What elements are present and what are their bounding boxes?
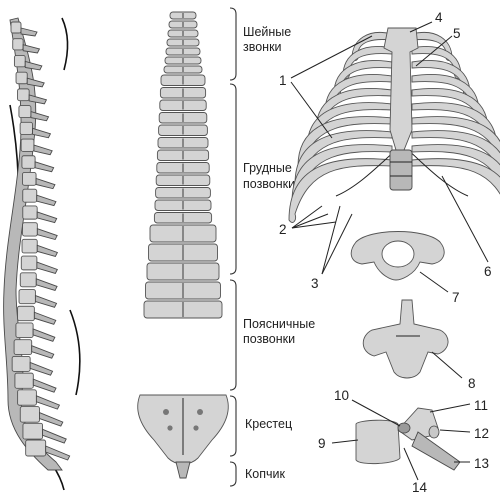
lateral-spinous-process <box>36 396 59 409</box>
callout-10: 10 <box>334 388 349 403</box>
lateral-spinous-process <box>36 178 55 188</box>
lateral-vertebral-body <box>16 323 33 338</box>
bracket-coccyx <box>230 462 236 486</box>
lateral-spinous-process <box>33 379 56 392</box>
lateral-spinous-process <box>37 262 57 273</box>
lateral-vertebral-body <box>21 256 37 270</box>
cervical-curve-arc <box>62 18 68 70</box>
lateral-spinous-process <box>37 245 57 256</box>
lateral-vertebral-body <box>19 106 31 118</box>
label-lumbar-line1: Поясничные <box>243 317 315 331</box>
spine-posterior-view: Шейные звонки Грудные позвонки Поясничны… <box>138 8 316 486</box>
callout-11: 11 <box>474 398 488 413</box>
callout-13: 13 <box>474 456 489 471</box>
vertebral-body <box>356 420 400 463</box>
coccyx-bone <box>176 462 190 478</box>
costal-arch-right <box>408 150 468 196</box>
axis-vertebra <box>363 300 448 378</box>
lateral-vertebral-body <box>16 72 27 84</box>
callout-4: 4 <box>435 10 443 25</box>
lateral-vertebral-body <box>23 223 38 236</box>
lateral-vertebral-body <box>12 356 30 371</box>
label-thoracic-line1: Грудные <box>243 161 292 175</box>
rib-right <box>412 159 500 223</box>
lateral-vertebral-body <box>19 290 35 304</box>
lateral-vertebral-body <box>22 172 36 185</box>
lateral-vertebral-body <box>15 373 33 388</box>
costal-arch-left <box>336 150 396 196</box>
callout-5: 5 <box>453 26 461 41</box>
lateral-vertebral-body <box>22 156 35 169</box>
bracket-lumbar <box>230 280 236 390</box>
lateral-vertebral-body <box>23 206 37 219</box>
lateral-spinous-process <box>30 362 52 375</box>
lateral-spinous-process <box>32 346 54 359</box>
bracket-sacrum <box>230 396 236 456</box>
callout-14: 14 <box>412 480 428 495</box>
lateral-spinous-process <box>43 429 67 443</box>
thoracic-vertebra-lateral <box>356 408 460 470</box>
label-sacrum: Крестец <box>245 417 292 431</box>
lateral-spinous-process <box>37 195 56 205</box>
atlas-vertebra <box>351 232 444 281</box>
label-thoracic-line2: позвонки <box>243 177 295 191</box>
rib-cage <box>289 28 500 222</box>
callout-8: 8 <box>468 376 476 391</box>
lateral-vertebral-body <box>13 39 23 50</box>
lateral-spinous-process <box>21 28 37 36</box>
lateral-vertebral-body <box>26 440 46 456</box>
lateral-vertebral-body <box>23 189 37 202</box>
label-cervical-line1: Шейные <box>243 25 291 39</box>
callout-2: 2 <box>279 222 287 237</box>
posterior-vertebrae <box>144 12 222 318</box>
label-lumbar-line2: позвонки <box>243 332 295 346</box>
lateral-vertebral-body <box>18 390 37 405</box>
lateral-vertebral-body <box>20 273 36 287</box>
bracket-thoracic <box>230 84 236 274</box>
lateral-vertebral-body <box>20 407 39 423</box>
lateral-vertebral-body <box>18 306 35 320</box>
rib-cage-spine <box>390 150 412 190</box>
lateral-spinous-process <box>33 128 51 137</box>
lateral-vertebral-body <box>14 55 25 66</box>
lateral-spinous-process <box>35 162 54 172</box>
lumbar-curve-arc <box>70 310 80 395</box>
callout-6: 6 <box>484 264 492 279</box>
spine-lateral-view <box>4 18 80 490</box>
callout-9: 9 <box>318 436 326 451</box>
callout-7: 7 <box>452 290 460 305</box>
lateral-spinous-process <box>34 312 55 324</box>
callout-1: 1 <box>279 73 287 88</box>
lateral-vertebral-body <box>21 139 34 151</box>
lateral-vertebral-body <box>23 423 43 439</box>
lateral-spinous-process <box>36 279 57 291</box>
lateral-spinous-process <box>39 413 62 427</box>
lateral-spinous-process <box>37 229 57 240</box>
lateral-vertebral-body <box>22 239 37 253</box>
lateral-vertebral-body <box>18 89 30 101</box>
label-coccyx: Копчик <box>245 467 285 481</box>
callout-3: 3 <box>311 276 319 291</box>
lateral-spinous-process <box>34 145 52 155</box>
bracket-cervical <box>230 8 236 80</box>
lateral-spinous-process <box>35 296 56 308</box>
lateral-spinous-process <box>37 212 57 223</box>
callout-12: 12 <box>474 426 489 441</box>
lateral-vertebral-body <box>11 22 21 33</box>
lateral-spinous-process <box>33 329 55 341</box>
label-cervical-line2: звонки <box>243 40 282 54</box>
lateral-vertebral-body <box>14 340 32 355</box>
lateral-vertebral-body <box>20 122 32 134</box>
